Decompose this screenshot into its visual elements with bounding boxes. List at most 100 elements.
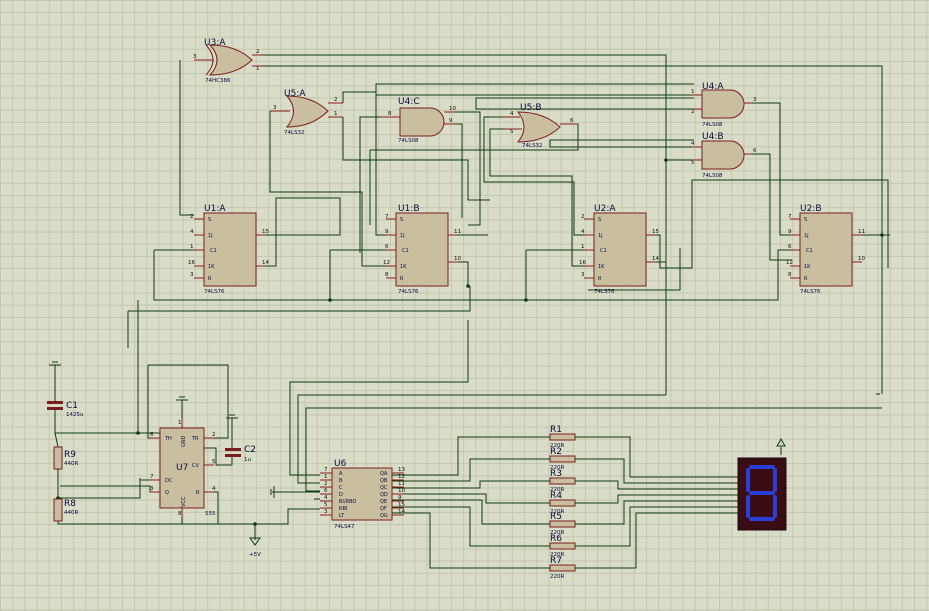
u6-in-a: A: [339, 471, 343, 477]
u1b-pin-r: 8: [385, 272, 389, 278]
u2b-name-r: R: [804, 276, 808, 282]
u4a-pin-1: 1: [691, 89, 695, 95]
u2a-pin-r: 3: [581, 272, 585, 278]
u1b-pin-qn: 10: [454, 256, 461, 262]
u2a-pin-q: 15: [652, 229, 659, 235]
r4-ref: R4: [550, 491, 562, 501]
u6-out-qe: QE: [380, 499, 387, 505]
r4-value: 220R: [550, 509, 564, 515]
c2-value: 1u: [244, 457, 251, 463]
power-label: +5V: [249, 552, 261, 558]
and-gate-u4c[interactable]: U4:C 74LS08 8 10 9: [380, 97, 456, 144]
resistor-r4[interactable]: R4 220R: [549, 491, 576, 515]
u6-in-bi: BI/RBO: [339, 499, 356, 505]
resistor-r5[interactable]: R5 220R: [549, 512, 576, 536]
r9-value: 440R: [64, 461, 78, 467]
xor-gate-u3a[interactable]: U3:A 74HC386 3 2 1: [193, 38, 262, 84]
capacitor-c2[interactable]: C2 1u: [225, 428, 256, 465]
or-gate-u5b[interactable]: U5:B 74LS32 4 5 6: [503, 103, 578, 149]
u6-pin-10: 10: [398, 488, 405, 494]
u6-pin-1: 1: [324, 474, 328, 480]
u1b-pin-clk: 6: [385, 244, 389, 250]
resistor-r7[interactable]: R7 220R: [549, 556, 576, 580]
u1b-pin-s: 7: [385, 214, 389, 220]
u1b-name-j: 1J: [400, 233, 405, 239]
u4b-ref: U4:B: [702, 132, 724, 142]
u1a-name-r: R: [208, 276, 212, 282]
u5b-pin-5: 5: [510, 129, 514, 135]
c1-ref: C1: [66, 401, 78, 411]
u3a-part: 74HC386: [205, 78, 231, 84]
resistor-r9[interactable]: R9 440R: [53, 432, 78, 473]
or-gate-u5a[interactable]: U5:A 74LS32 3 2 1: [270, 89, 343, 136]
u1a-pin-r: 3: [190, 272, 194, 278]
u7-name-q: Q: [165, 490, 169, 496]
r8-ref: R8: [64, 499, 76, 509]
resistor-r1[interactable]: R1 220R: [549, 425, 576, 449]
u7-name-th: TH: [164, 436, 172, 442]
wire-junctions: [56, 158, 884, 526]
u5b-pin-4: 4: [510, 111, 514, 117]
u5b-part: 74LS32: [522, 143, 543, 149]
u6-out-qb: QB: [380, 478, 388, 484]
u2a-name-j: 1J: [598, 233, 603, 239]
u3a-pin-a: 3: [193, 54, 197, 60]
u5a-ref: U5:A: [284, 89, 306, 99]
u2a-pin-clk: 1: [581, 244, 585, 250]
u2a-ref: U2:A: [594, 204, 616, 214]
u1a-name-clk: C1: [210, 248, 217, 254]
u4a-ref: U4:A: [702, 82, 724, 92]
u2b-pin-clk: 6: [788, 244, 792, 250]
u6-out-qd: QD: [380, 492, 388, 498]
u7-name-dc: DC: [165, 478, 173, 484]
u2b-pin-s: 7: [788, 214, 792, 220]
u6-out-qc: QC: [380, 485, 388, 491]
jk-flipflop-u1b[interactable]: U1:B 74LS76 7 9 6 12 8 11 10 S 1J C1 1K …: [383, 204, 461, 295]
c2-ref: C2: [244, 445, 256, 455]
u1a-pin-clk: 1: [190, 244, 194, 250]
u7-pin-6: 6: [150, 432, 154, 438]
r3-value: 220R: [550, 487, 564, 493]
resistor-r3[interactable]: R3 220R: [549, 469, 576, 493]
u1a-pin-qn: 14: [262, 260, 269, 266]
u1a-pin-j: 4: [190, 229, 194, 235]
u6-ref: U6: [334, 459, 347, 469]
u4a-pin-2: 2: [691, 109, 695, 115]
u3a-pin-c: 1: [256, 66, 260, 72]
r1-ref: R1: [550, 425, 562, 435]
jk-flipflop-u1a[interactable]: U1:A 74LS76 2 4 1 16 3 15 14 S 1J C1 1K …: [188, 204, 269, 295]
u7-name-vcc: VCC: [181, 496, 187, 507]
r6-ref: R6: [550, 534, 562, 544]
u6-in-d: D: [339, 492, 343, 498]
u6-in-rbi: RBI: [339, 506, 347, 512]
u2a-name-s: S: [598, 217, 601, 223]
u1a-ref: U1:A: [204, 204, 226, 214]
u1a-pin-q: 15: [262, 229, 269, 235]
u1a-name-s: S: [208, 217, 211, 223]
u1b-name-r: R: [400, 276, 404, 282]
bcd-decoder-u6[interactable]: U6 74LS47 A B C D BI/RBO RBI LT QA QB QC…: [320, 459, 405, 530]
u6-in-b: B: [339, 478, 343, 484]
u6-in-lt: LT: [339, 513, 345, 519]
and-gate-u4b[interactable]: U4:B 74LS08 4 5 6: [691, 132, 757, 179]
r6-value: 220R: [550, 552, 564, 558]
r1-value: 220R: [550, 443, 564, 449]
resistor-r8[interactable]: R8 440R: [53, 498, 78, 522]
u7-name-r: R: [196, 490, 200, 496]
jk-flipflop-u2b[interactable]: U2:B 74LS76 7 9 6 12 8 11 10 S 1J C1 1K …: [786, 204, 865, 295]
timer-555-u7[interactable]: U7 555 TH GND TR DC CV Q VCC R 6 1 2 7 5…: [150, 418, 216, 518]
resistor-r2[interactable]: R2 220R: [549, 447, 576, 471]
resistor-r6[interactable]: R6 220R: [549, 534, 576, 558]
u4c-pin-8: 8: [388, 111, 392, 117]
u4c-pin-9: 9: [449, 118, 453, 124]
capacitor-c1[interactable]: C1 1425u: [47, 393, 83, 425]
jk-flipflop-u2a[interactable]: U2:A 74LS76 2 4 1 16 3 15 14 S 1J C1 1K …: [579, 204, 659, 295]
u2a-name-r: R: [598, 276, 602, 282]
and-gate-u4a[interactable]: U4:A 74LS08 1 2 3: [691, 82, 757, 128]
u1b-pin-j: 9: [385, 229, 389, 235]
seven-segment-display[interactable]: [737, 437, 787, 531]
r5-ref: R5: [550, 512, 562, 522]
u2a-name-clk: C1: [600, 248, 607, 254]
